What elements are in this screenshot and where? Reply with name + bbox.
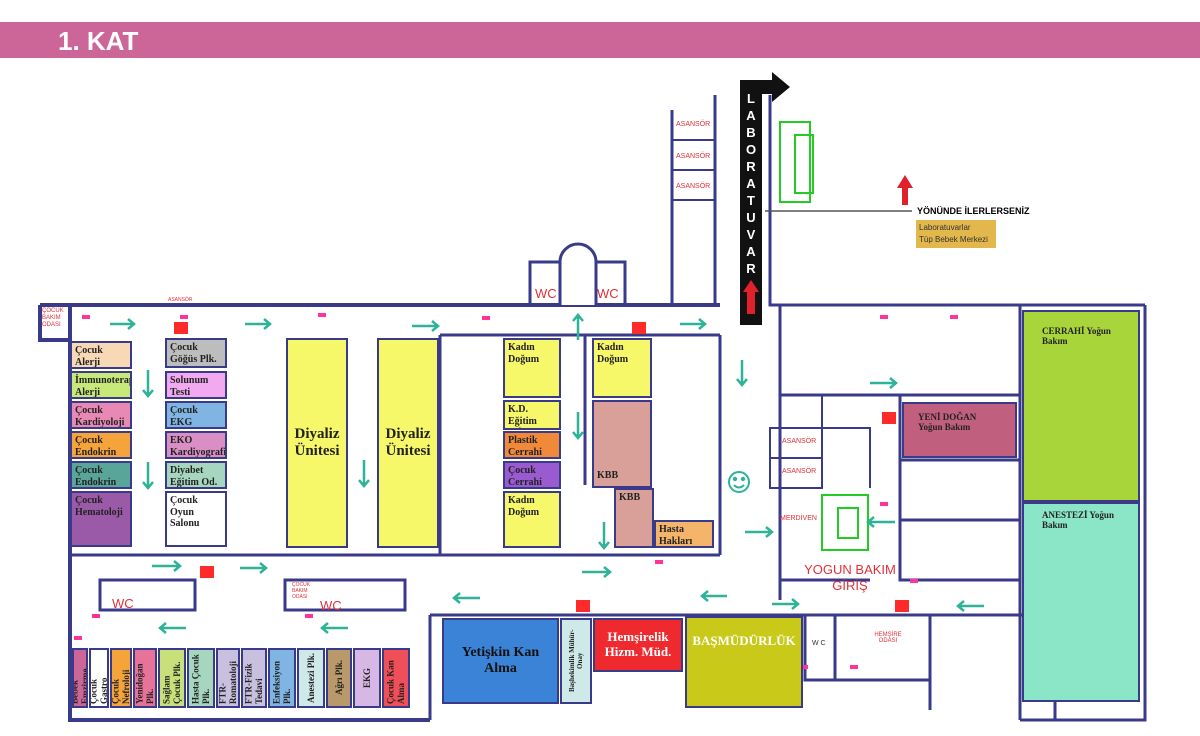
room-cocuk-alerji: Çocuk Alerji [70, 341, 132, 369]
floor-header: 1. KAT [0, 22, 1200, 58]
room-cerrahi-yogun-bakim: CERRAHİ Yoğun Bakım [1022, 310, 1140, 502]
bottom-room: Çocuk Gastro [89, 648, 109, 708]
room-kd-egitim: K.D. Eğitim Odası [503, 400, 561, 430]
room-eko: EKO Kardiyografi [165, 431, 227, 459]
legend-item-laboratuvarlar: Laboratuvarlar [919, 223, 971, 232]
room-diyaliz-2: Diyaliz Ünitesi [377, 338, 439, 548]
bottom-room: Yenidoğan Plk. [133, 648, 157, 708]
room-cocuk-endokrin-2: Çocuk Endokrin [70, 461, 132, 489]
smiley-icon [728, 471, 750, 493]
direction-note: YÖNÜNDE İLERLERSENİZ [917, 206, 1030, 216]
entrance-arch [558, 242, 598, 305]
cocuk-bakim-odasi-small-label: ÇOCUK BAKIM ODASI [292, 582, 311, 600]
bottom-room: Enfeksiyon Plk. [268, 648, 296, 708]
legend-item-tup-bebek: Tüp Bebek Merkezi [919, 235, 988, 244]
legend-red-arrow [897, 175, 913, 205]
elevator-label-5: ASANSÖR [782, 468, 817, 475]
lab-direction-arrow [740, 72, 790, 325]
room-oyun-salonu: Çocuk Oyun Salonu [165, 491, 227, 547]
laboratuvar-label: LABORATUVAR [740, 90, 762, 322]
bottom-room: Çocuk Kan Alma [382, 648, 410, 708]
room-diyaliz-1: Diyaliz Ünitesi [286, 338, 348, 548]
room-hasta-haklari: Hasta Hakları [654, 520, 714, 548]
wc-label-4: WC [320, 598, 342, 613]
bottom-room: Çocuk Nefroloji [110, 648, 132, 708]
elevator-label-6: ASANSÖR [168, 297, 193, 303]
elevator-label-1: ASANSÖR [676, 121, 711, 128]
stairs [779, 121, 869, 551]
room-cocuk-kardiyoloji: Çocuk Kardiyoloji [70, 401, 132, 429]
yogun-bakim-giris-label: YOGUN BAKIM GİRİŞ [804, 562, 896, 593]
elevator-label-3: ASANSÖR [676, 183, 711, 190]
room-kbb-2: KBB [614, 488, 654, 548]
room-cocuk-ekg: Çocuk EKG [165, 401, 227, 429]
corridor-arrows [110, 313, 984, 634]
room-immunoterapi: İmmunoterapi Alerji [70, 371, 132, 399]
room-kbb-1: KBB [592, 400, 652, 488]
bottom-room: FTR-Fizik Tedavi [241, 648, 267, 708]
lab-legend: Laboratuvarlar Tüp Bebek Merkezi [916, 220, 996, 248]
room-hemsirelik: Hemşirelik Hizm. Müd. [593, 618, 683, 672]
bottom-room: Bebek Emzirme [72, 648, 88, 708]
floor-title: 1. KAT [58, 26, 139, 56]
room-solunum: Solunum Testi [165, 371, 227, 399]
room-yetiskin-kan-alma: Yetişkin Kan Alma [442, 618, 559, 704]
hemsire-odasi-label: HEMŞİRE ODASI [874, 632, 902, 644]
bottom-room: Sağlam Çocuk Plk. [158, 648, 186, 708]
room-kadin-dogum-3: Kadın Doğum [503, 491, 561, 548]
wc-label-2: WC [597, 286, 619, 301]
room-anestezi-yogun-bakim: ANESTEZİ Yoğun Bakım [1022, 502, 1140, 702]
fire-extinguisher-icons [174, 322, 909, 612]
room-diyabet: Diyabet Eğitim Od. [165, 461, 227, 489]
room-cocuk-endokrin-1: Çocuk Endokrin [70, 431, 132, 459]
room-basmudurluk: BAŞMÜDÜRLÜK [685, 616, 803, 708]
wc-label-1: WC [535, 286, 557, 301]
room-cocuk-hematoloji: Çocuk Hematoloji [70, 491, 132, 547]
cocuk-bakim-odasi-label: ÇOCUK BAKIM ODASI [42, 308, 64, 328]
elevator-label-2: ASANSÖR [676, 153, 711, 160]
bottom-room: Ağrı Plk. [326, 648, 352, 708]
room-cocuk-gogus: Çocuk Göğüs Plk. [165, 338, 227, 368]
room-kadin-dogum-2: Kadın Doğum [592, 338, 652, 398]
wc-label-5: W C [812, 640, 826, 647]
room-bashekimlik: Başhekimlik Mühür-Onay [560, 618, 592, 704]
wc-label-3: WC [112, 596, 134, 611]
bottom-room: FTR-Romatoloji [216, 648, 240, 708]
bottom-room: EKG [353, 648, 381, 708]
room-cocuk-cerrahi: Çocuk Cerrahi [503, 461, 561, 489]
stairs-label: MERDİVEN [780, 515, 817, 522]
room-yeni-dogan-yogun-bakim: YENİ DOĞAN Yoğun Bakım [902, 402, 1017, 458]
laboratuvar-text: LABORATUVAR [745, 91, 757, 276]
bottom-room: Anestezi Plk. [297, 648, 325, 708]
bottom-room: Hasta Çocuk Plk. [187, 648, 215, 708]
room-kadin-dogum-1: Kadın Doğum [503, 338, 561, 398]
elevator-label-4: ASANSÖR [782, 438, 817, 445]
room-plastik-cerrahi: Plastik Cerrahi [503, 431, 561, 459]
walls [38, 95, 1147, 722]
